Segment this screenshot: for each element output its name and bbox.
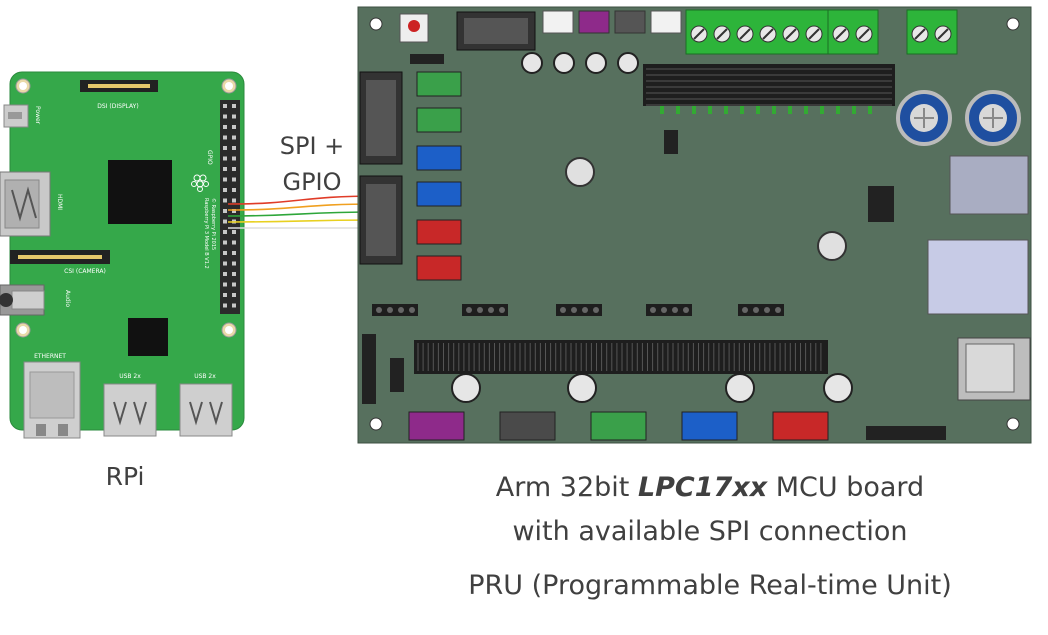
- jst-purple-bottom: [408, 411, 465, 441]
- soc-chip: [108, 160, 172, 224]
- raspberry-logo: [191, 174, 209, 192]
- mcu-caption-suffix: MCU board: [767, 472, 925, 503]
- jst-green-2: [416, 107, 462, 133]
- jst-white-1: [542, 10, 574, 34]
- jst-blue-bottom: [681, 411, 738, 441]
- audio-label: Audio: [64, 290, 71, 307]
- jst-purple-top: [578, 10, 610, 34]
- terminal-block-3: [906, 9, 958, 55]
- pru-subtitle: PRU (Programmable Real-time Unit): [468, 570, 952, 601]
- csi-label: CSI (CAMERA): [64, 268, 106, 275]
- mcu-board: [357, 6, 1032, 444]
- spi-label-line1: SPI +: [279, 132, 345, 160]
- power-label: Power: [34, 106, 41, 125]
- stepper-driver-headers: [372, 304, 828, 374]
- ic-chip-1: [949, 155, 1029, 215]
- lan-chip: [128, 318, 168, 356]
- gpio-header: [220, 100, 240, 314]
- jst-green-bottom: [590, 411, 647, 441]
- jst-green-1: [416, 71, 462, 97]
- small-capacitors: [451, 52, 853, 403]
- spi-gpio-label: SPI + GPIO: [262, 128, 362, 200]
- jst-red-bottom: [772, 411, 829, 441]
- big-capacitors: [896, 90, 1021, 146]
- dsi-label: DSI (DISPLAY): [97, 103, 138, 110]
- jst-blue-2: [416, 181, 462, 207]
- heatsink: [643, 64, 895, 114]
- jst-blue-1: [416, 145, 462, 171]
- usb-label-1: USB 2x: [119, 373, 141, 380]
- usb-port-1: [103, 383, 157, 437]
- gpio-silk-label: GPIO: [206, 150, 213, 165]
- jst-grey-top: [614, 10, 646, 34]
- terminal-block-2: [827, 9, 879, 55]
- rpi-caption: RPi: [105, 462, 145, 491]
- mcu-caption: Arm 32bit LPC17xx MCU board with availab…: [420, 466, 1000, 554]
- jst-white-2: [650, 10, 682, 34]
- ethernet-label: ETHERNET: [34, 353, 66, 360]
- usb-port-2: [179, 383, 233, 437]
- jst-red-1: [416, 219, 462, 245]
- usb-label-2: USB 2x: [194, 373, 216, 380]
- spi-label-line2: GPIO: [282, 168, 342, 196]
- jst-grey-bottom: [499, 411, 556, 441]
- mcu-caption-line2: with available SPI connection: [512, 516, 908, 547]
- raspberry-pi-board: DSI (DISPLAY) GPIO Raspberry Pi 3 Model …: [0, 71, 245, 439]
- mcu-caption-line1: Arm 32bit LPC17xx MCU board: [420, 466, 1000, 510]
- ic-chip-2: [927, 239, 1029, 315]
- mcu-caption-model: LPC17xx: [637, 472, 768, 503]
- mcu-caption-prefix: Arm 32bit: [495, 472, 638, 503]
- copyright-silk: Raspberry Pi 3 Model B V1.2: [203, 198, 209, 269]
- copyright-silk-2: © Raspberry Pi 2015: [210, 198, 217, 250]
- jst-red-2: [416, 255, 462, 281]
- terminal-block-main: [685, 9, 829, 55]
- hdmi-label: HDMI: [56, 194, 63, 210]
